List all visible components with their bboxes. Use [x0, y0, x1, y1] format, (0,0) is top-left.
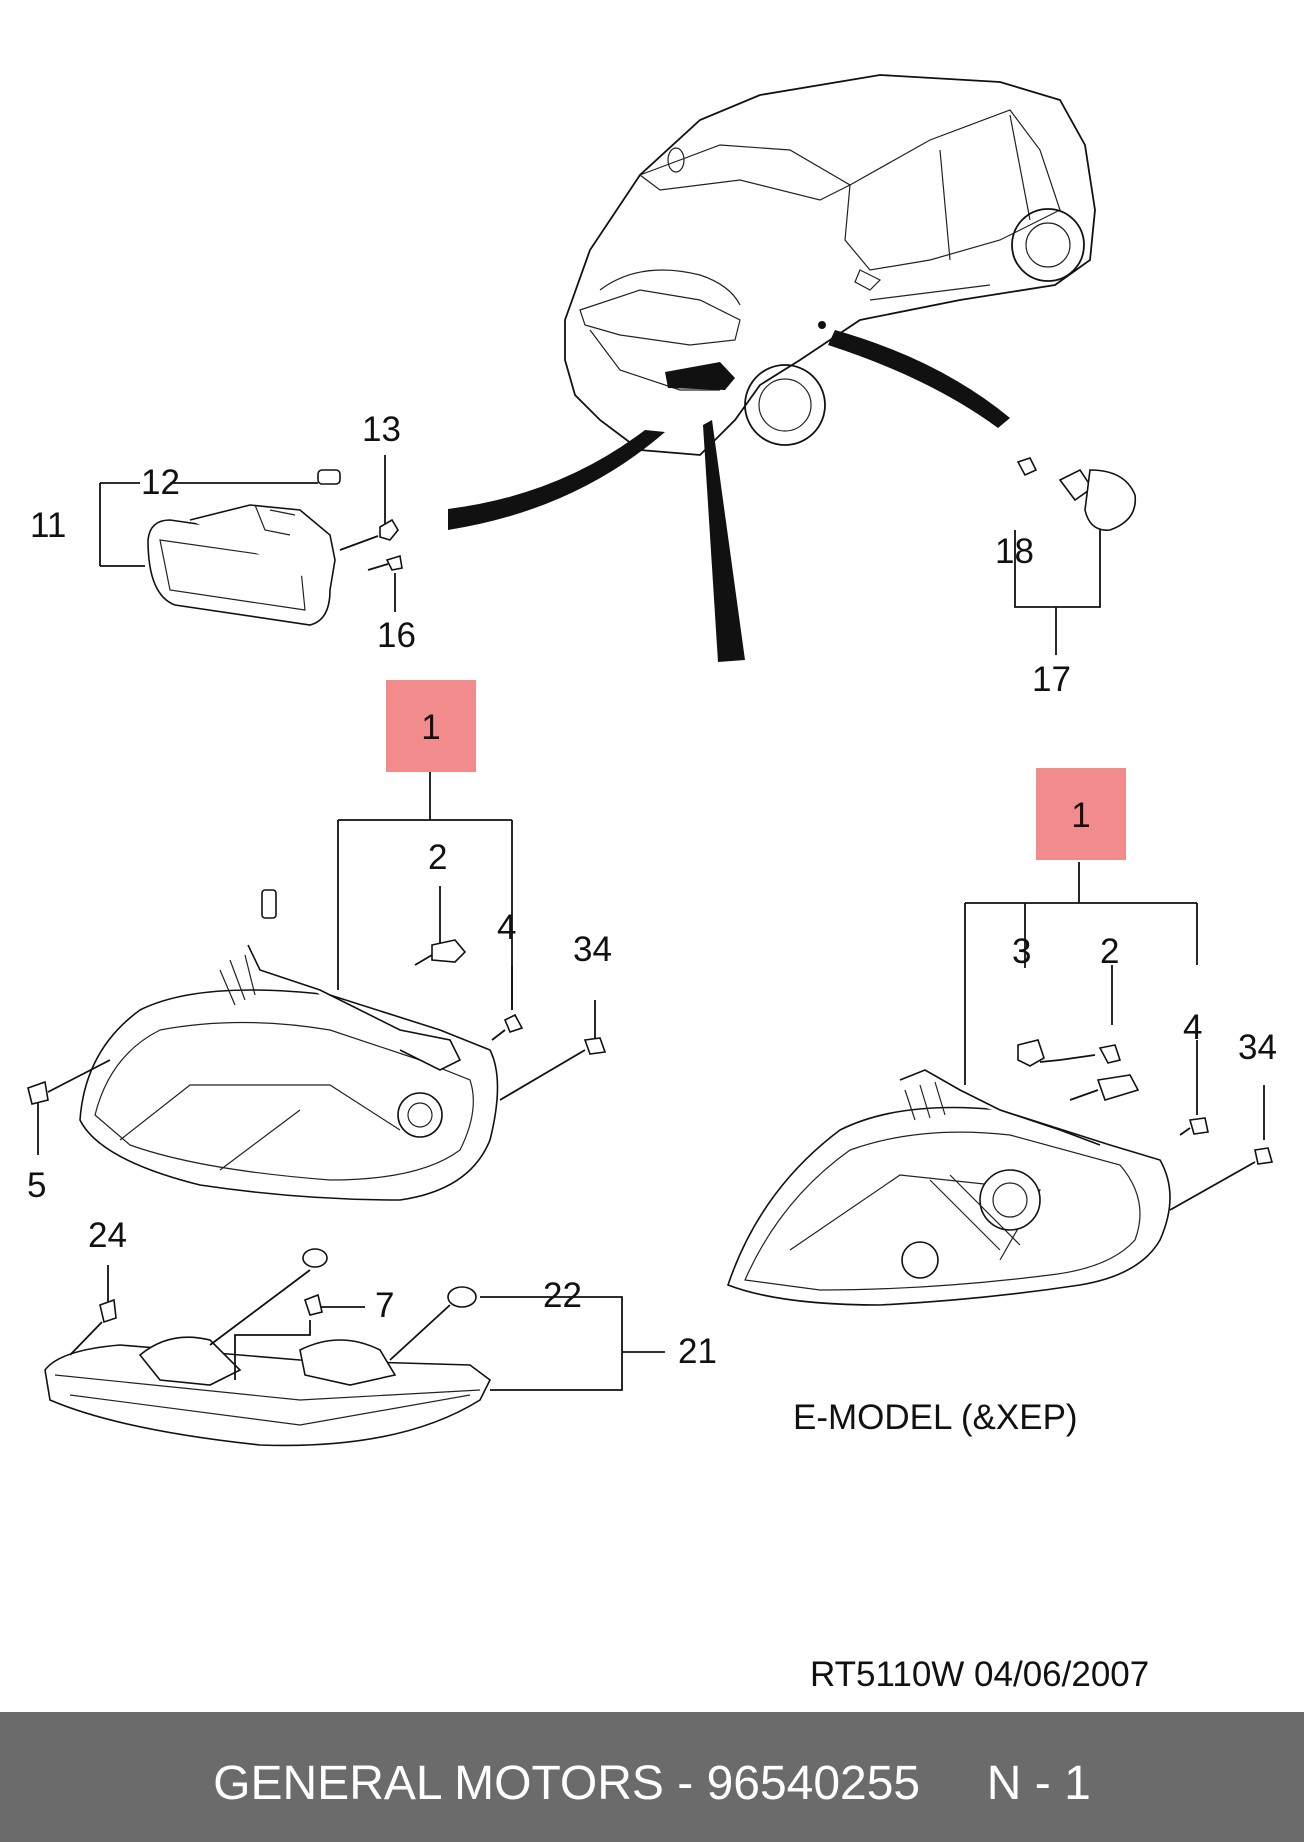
callout-2-right: 2 [1100, 932, 1120, 971]
callout-34-left: 34 [573, 930, 612, 969]
callout-7: 7 [375, 1286, 395, 1325]
highlight-part-1-left: 1 [386, 680, 476, 772]
callout-1-left: 1 [421, 708, 441, 747]
side-marker-drawing [1014, 457, 1137, 655]
callout-21: 21 [678, 1332, 717, 1371]
diagram-reference: RT5110W 04/06/2007 [810, 1655, 1150, 1694]
callout-18: 18 [995, 532, 1034, 571]
callout-2-left: 2 [428, 838, 448, 877]
callout-5: 5 [27, 1166, 47, 1205]
callout-1-right: 1 [1071, 796, 1091, 835]
callout-13: 13 [362, 410, 401, 449]
left-headlamp-drawing [27, 772, 607, 1201]
fog-lamp-drawing [99, 455, 403, 626]
callout-11: 11 [30, 506, 67, 545]
callout-34-right: 34 [1238, 1028, 1277, 1067]
leader-wedge-sidemarker [828, 330, 1010, 428]
e-model-caption: E-MODEL (&XEP) [793, 1398, 1078, 1437]
callout-4-right: 4 [1183, 1008, 1203, 1047]
right-headlamp-drawing [726, 862, 1274, 1306]
callout-16: 16 [377, 616, 416, 655]
leader-wedge-headlamp [703, 420, 745, 662]
callout-17: 17 [1032, 660, 1071, 699]
callout-3-right: 3 [1012, 932, 1032, 971]
callout-22: 22 [543, 1276, 582, 1315]
car-illustration [564, 74, 1096, 456]
leader-wedge-foglamp [448, 430, 665, 530]
exploded-parts-drawing [27, 74, 1274, 1447]
footer-bar: GENERAL MOTORS - 96540255 N - 1 [0, 1712, 1304, 1842]
callout-4-left: 4 [497, 908, 517, 947]
highlight-part-1-right: 1 [1036, 768, 1126, 860]
corner-lamp-drawing [44, 1248, 665, 1447]
callout-12: 12 [141, 463, 180, 502]
part-number-label: GENERAL MOTORS - 96540255 N - 1 [213, 1757, 1091, 1810]
callout-24: 24 [88, 1216, 127, 1255]
